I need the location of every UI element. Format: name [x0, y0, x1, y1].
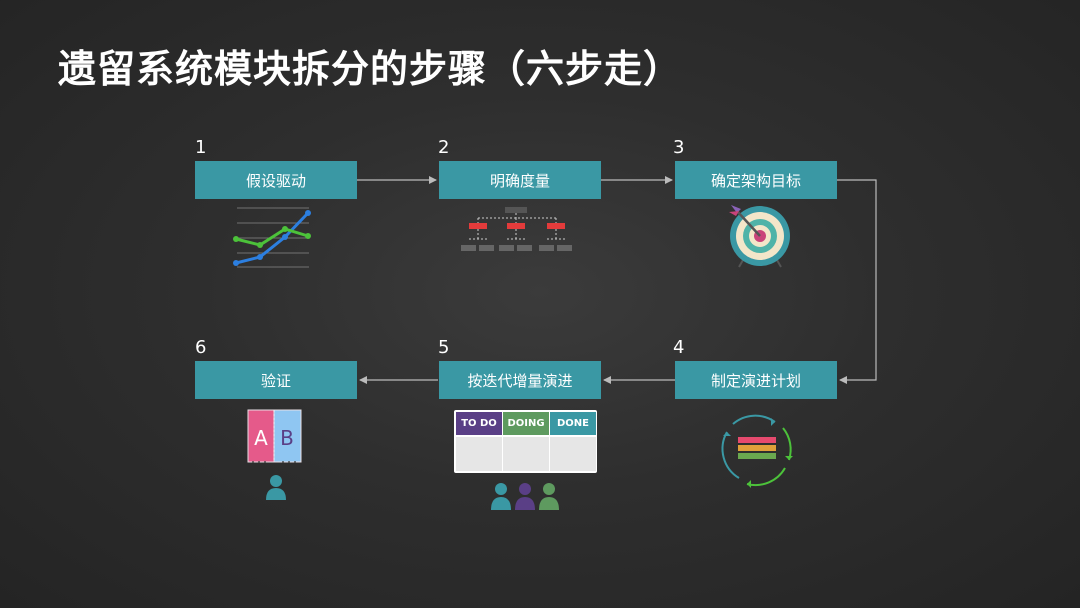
kanban-column-todo: TO DO	[456, 412, 502, 471]
step-box-validation: 验证	[195, 361, 357, 399]
kanban-body-doing	[503, 437, 549, 471]
step-box-incremental-evolution: 按迭代增量演进	[439, 361, 601, 399]
step-box-metrics: 明确度量	[439, 161, 601, 199]
step-number-6: 6	[195, 337, 207, 358]
kanban-column-done: DONE	[550, 412, 596, 471]
target-icon	[729, 205, 790, 268]
step-box-evolution-plan: 制定演进计划	[675, 361, 837, 399]
page-title: 遗留系统模块拆分的步骤（六步走）	[58, 47, 683, 91]
step-label: 确定架构目标	[710, 171, 801, 190]
step-number-4: 4	[673, 337, 685, 358]
kanban-header-done: DONE	[550, 412, 596, 435]
step-number-5: 5	[438, 337, 450, 358]
kanban-header-todo: TO DO	[456, 412, 502, 435]
step-box-hypothesis: 假设驱动	[195, 161, 357, 199]
step-label: 按迭代增量演进	[467, 371, 573, 390]
step-number-1: 1	[195, 137, 207, 158]
ab-label-a: A	[254, 426, 268, 450]
step-label: 验证	[260, 371, 291, 390]
step-label: 假设驱动	[245, 171, 306, 190]
kanban-header-doing: DOING	[503, 412, 549, 435]
ab-test-icon: A B	[247, 409, 302, 463]
kanban-body-done	[550, 437, 596, 471]
step-label: 制定演进计划	[710, 371, 801, 390]
step-label: 明确度量	[489, 171, 550, 190]
arrow-3-to-4	[837, 179, 877, 384]
step-box-architecture-goal: 确定架构目标	[675, 161, 837, 199]
cycle-plan-icon	[721, 414, 793, 488]
kanban-column-doing: DOING	[503, 412, 549, 471]
step-number-3: 3	[673, 137, 685, 158]
kanban-body-todo	[456, 437, 502, 471]
team-icon	[491, 483, 559, 510]
line-chart-icon	[233, 207, 311, 268]
kanban-board-icon: TO DO DOING DONE	[454, 410, 597, 473]
step-number-2: 2	[438, 137, 450, 158]
user-icon	[266, 475, 286, 500]
ab-label-b: B	[280, 426, 294, 450]
org-chart-icon	[461, 207, 572, 251]
